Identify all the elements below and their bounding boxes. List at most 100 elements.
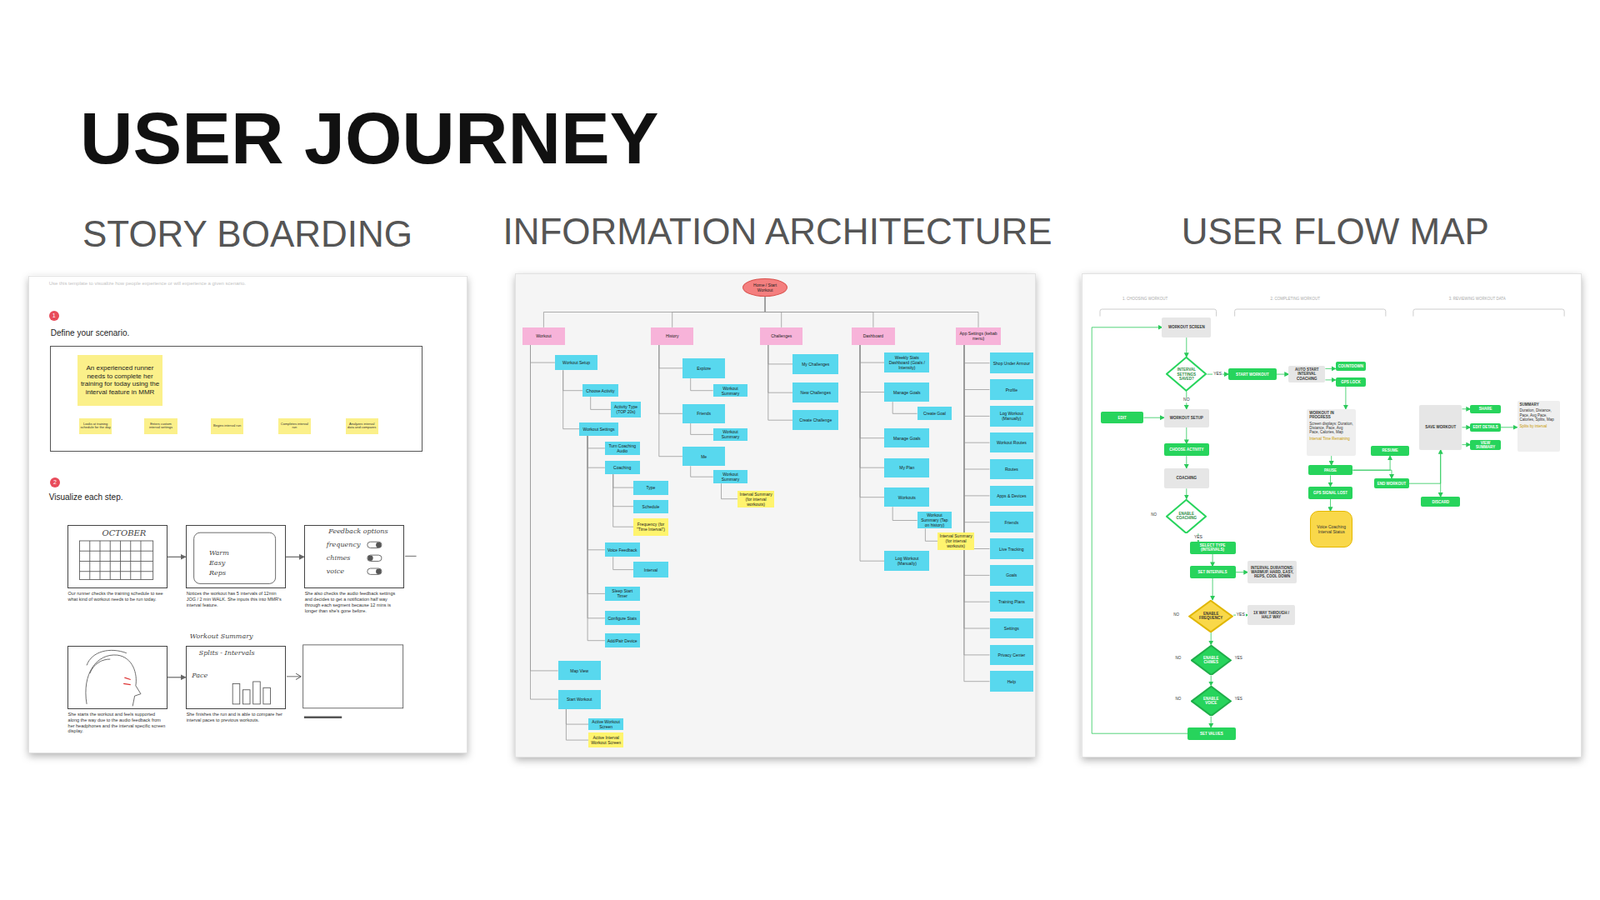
section-box: App Settings (kebab menu): [955, 327, 1001, 345]
page-box: Workout Summary: [713, 428, 749, 441]
sketches: [80, 532, 417, 709]
connector: [543, 296, 765, 328]
sticky-note: Analyzes interval data and compares: [345, 418, 379, 435]
frame-caption: Notices the workout has 5 intervals of 1…: [186, 590, 285, 609]
box-text: Interval Summary (for interval workouts): [939, 533, 973, 549]
connector: [860, 345, 885, 469]
page-box: Interval: [633, 561, 669, 577]
action-box: SELECT TYPE (INTERVALS): [1190, 541, 1236, 555]
box-text: Turn Coaching Audio: [606, 443, 639, 454]
page-box: Voice Feedback: [605, 542, 640, 557]
box-text: Interval: [644, 567, 658, 573]
connector: [964, 345, 990, 655]
connector: [1500, 426, 1518, 428]
action-box: GPS LOCK: [1335, 377, 1367, 387]
box-text: Routes: [1005, 466, 1019, 472]
connector: [860, 345, 885, 439]
frame-caption: She finishes the run and is able to comp…: [186, 711, 285, 724]
box-text: Shop Under Armour: [993, 360, 1030, 366]
box-text: INTERVAL DURATIONS: WARMUP, HARD, EASY, …: [1249, 565, 1295, 580]
page-box: Routes: [990, 459, 1035, 480]
connector: [964, 345, 990, 603]
box-text: AUTO START INTERVAL COACHING: [1290, 367, 1324, 381]
storyboard-card: [28, 275, 468, 754]
connector: [1212, 578, 1214, 600]
page-box: Manage Goals: [884, 382, 930, 402]
box-text: COUNTDOWN: [1338, 364, 1364, 369]
step-heading: Visualize each step.: [49, 492, 124, 503]
connector: [860, 345, 885, 364]
box-text: Help: [1007, 679, 1016, 685]
screen-detail: Interval Time Remaining: [1309, 436, 1350, 441]
branch-label: YES: [1235, 655, 1243, 660]
box-text: Type: [646, 485, 656, 490]
box-text: Workout Setup: [562, 360, 590, 365]
box-text: WORKOUT SETUP: [1170, 415, 1204, 420]
connector: [1325, 379, 1335, 380]
page-box: Active Workout Screen: [588, 718, 624, 731]
connector: [530, 345, 555, 364]
section-box: Dashboard: [851, 327, 895, 345]
box-text: Schedule: [642, 504, 660, 510]
box-text: Workout Summary: [715, 429, 747, 440]
section-brackets: [1100, 309, 1565, 317]
box-text: Me: [700, 454, 707, 460]
box-text: Configure Stats: [607, 615, 636, 621]
connector: [613, 474, 635, 488]
connector: [659, 345, 683, 415]
page-box: Start Workout: [558, 690, 601, 710]
page-box: Configure Stats: [605, 610, 640, 625]
connector: [613, 474, 635, 507]
box-text: Completes interval run: [279, 422, 310, 431]
box-text: Sleep Start Timer: [606, 588, 639, 599]
box-text: Choose Activity: [585, 388, 615, 394]
connector: [1325, 368, 1335, 370]
connector: [1235, 571, 1249, 573]
action-box: SET INTERVALS: [1190, 565, 1236, 579]
page-box: Create Challenge: [792, 410, 839, 430]
edge-label: YES: [1193, 535, 1204, 540]
connector: [768, 345, 793, 394]
screen-list-box: WORKOUT IN PROGRESSScreen displays: Dura…: [1306, 409, 1356, 456]
box-text: My Challenges: [801, 361, 830, 367]
page-box: Workout Setup: [555, 355, 598, 370]
frame-caption: She also checks the audio feedback setti…: [305, 590, 404, 615]
connector: [1185, 337, 1187, 357]
box-text: EDIT: [1118, 415, 1127, 420]
branch-label: NO: [1173, 612, 1180, 617]
box-text: New Challenges: [800, 390, 831, 395]
storyboard-frame: Notices the workout has 5 intervals of 1…: [185, 525, 286, 589]
connector: [1210, 715, 1212, 727]
box-text: Start Workout: [566, 696, 592, 702]
decision-diamond: ENABLE CHIMES: [1190, 645, 1232, 676]
box-text: Workouts: [898, 495, 916, 500]
page-box: Activity Type (TOP 20s): [610, 401, 641, 417]
page-box: Coaching: [605, 460, 640, 475]
box-text: 1X WAY THROUGH / HALF WAY: [1249, 610, 1293, 620]
connector: [587, 435, 605, 595]
page-box: Explore: [682, 358, 725, 379]
page-box: Help: [990, 670, 1035, 691]
page-box: Workout Summary: [713, 470, 749, 484]
scenario-box: Define your scenario.An experienced runn…: [50, 345, 423, 452]
page-box: Profile: [990, 379, 1035, 400]
page-box: Workout Summary (Tap on history): [917, 511, 953, 529]
connector: [964, 345, 990, 523]
screen-title: SUMMARY: [1520, 402, 1540, 407]
slide-title: USER JOURNEY: [80, 101, 659, 175]
connector: [1345, 386, 1346, 410]
decision-text: ENABLE VOICE: [1199, 696, 1224, 705]
sketch-text: frequency: [326, 540, 361, 550]
sketch-text: Pace: [191, 671, 208, 680]
box-text: RESUME: [1381, 448, 1398, 453]
box-text: SAVE WORKOUT: [1425, 425, 1456, 430]
box-text: Weekly Stats Dashboard (Goals / Intensit…: [885, 355, 928, 370]
connector: [892, 506, 917, 520]
box-text: Training Plans: [998, 599, 1025, 605]
screen-box: INTERVAL DURATIONS: WARMUP, HARD, EASY, …: [1247, 560, 1297, 584]
page-box: Workout Summary: [713, 384, 749, 397]
connector: [590, 396, 612, 410]
box-text: History: [665, 333, 680, 339]
box-text: Activity Type (TOP 20s): [612, 404, 640, 415]
page-box: Workouts: [884, 487, 930, 507]
